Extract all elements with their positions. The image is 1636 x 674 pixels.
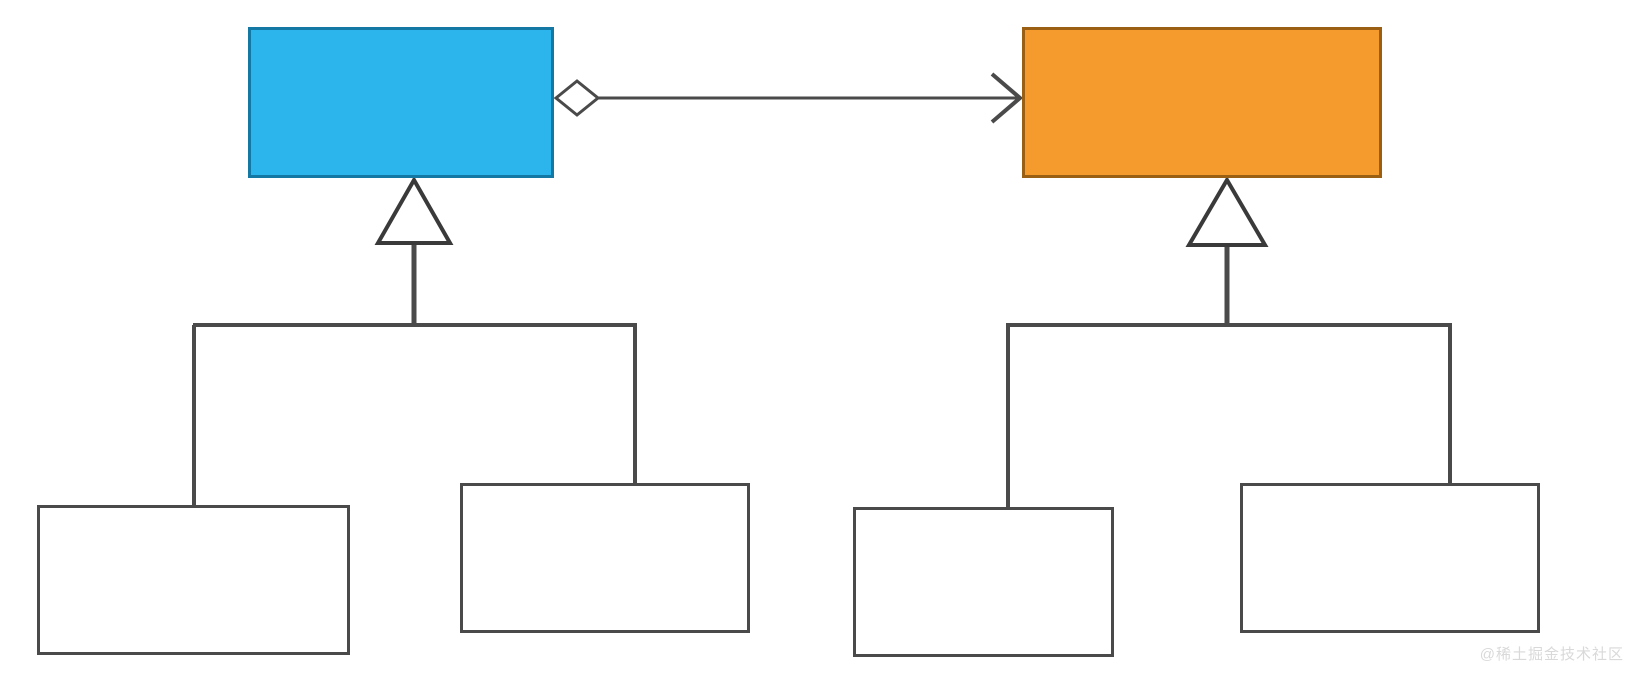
hollow-triangle-icon-left bbox=[374, 175, 454, 245]
node-child-2[interactable] bbox=[460, 483, 750, 633]
hollow-triangle-icon-right bbox=[1185, 176, 1269, 247]
node-child-3[interactable] bbox=[853, 507, 1114, 657]
hollow-diamond-icon bbox=[553, 79, 601, 117]
connector-generalization-children-right[interactable] bbox=[1006, 176, 1452, 509]
connector-generalization-children-left[interactable] bbox=[192, 175, 637, 507]
open-arrow-icon bbox=[990, 72, 1024, 124]
node-orange-parent[interactable] bbox=[1022, 27, 1382, 178]
node-child-1[interactable] bbox=[37, 505, 350, 655]
connector-aggregation-blue-to-orange[interactable] bbox=[553, 72, 1024, 124]
node-blue-parent[interactable] bbox=[248, 27, 554, 178]
node-child-4[interactable] bbox=[1240, 483, 1540, 633]
watermark-text: @稀土掘金技术社区 bbox=[1479, 646, 1624, 663]
